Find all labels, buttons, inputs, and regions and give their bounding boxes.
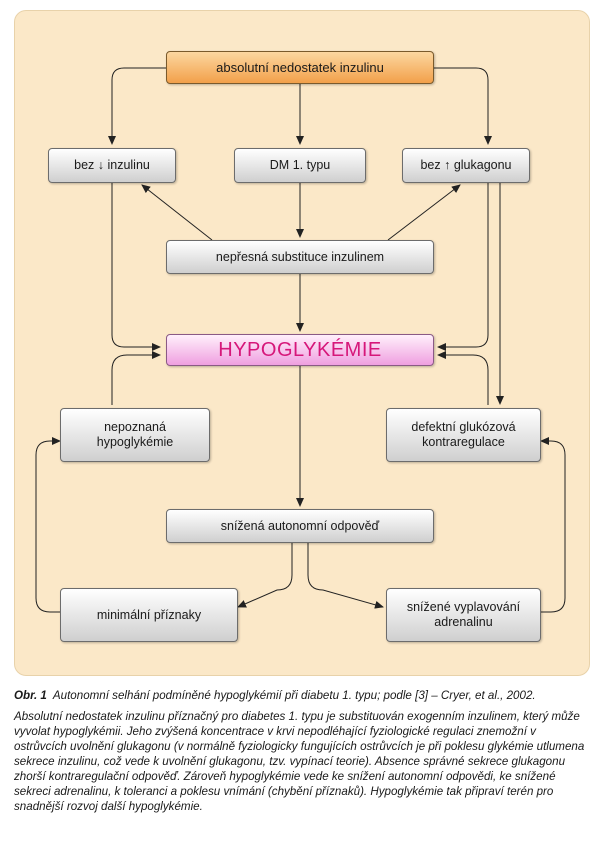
figure-caption: Obr. 1 Autonomní selhání podmíněné hypog… — [14, 688, 590, 820]
caption-body: Absolutní nedostatek inzulinu příznačný … — [14, 710, 585, 813]
node-absolutni-nedostatek-inzulinu: absolutní nedostatek inzulinu — [166, 51, 434, 84]
node-snizene-vyplavovani-adrenalinu: snížené vyplavování adrenalinu — [386, 588, 541, 642]
node-defektni-kontraregulace: defektní glukózová kontraregulace — [386, 408, 541, 462]
arrow-substituce-to-bez-glukagonu — [387, 184, 461, 241]
node-dm1: DM 1. typu — [234, 148, 366, 183]
node-neprecisna-substituce: nepřesná substituce inzulinem — [166, 240, 434, 274]
caption-label: Obr. 1 — [14, 689, 47, 702]
arrow-top-to-bez-glukagonu — [434, 67, 492, 145]
caption-title-line: Obr. 1 Autonomní selhání podmíněné hypog… — [14, 688, 590, 703]
arrow-bez-inzulinu-to-hypo — [111, 183, 161, 351]
arrow-nepoznana-to-hypo — [111, 351, 161, 405]
arrow-minimalni-to-nepoznana — [35, 437, 61, 613]
node-nepoznana-hypoglykemie: nepoznaná hypoglykémie — [60, 408, 210, 462]
arrow-bez-glukagonu-to-hypo — [437, 183, 489, 351]
arrow-top-to-bez-inzulinu — [108, 67, 166, 145]
arrow-snizena-to-adrenalin — [307, 543, 384, 609]
node-snizena-autonomni-odpoved: snížená autonomní odpověď — [166, 509, 434, 543]
node-bez-inzulinu: bez ↓ inzulinu — [48, 148, 176, 183]
node-bez-glukagonu: bez ↑ glukagonu — [402, 148, 530, 183]
arrow-adrenalin-to-defektni — [540, 437, 566, 613]
diagram-connectors — [35, 67, 566, 613]
arrow-defektni-to-hypo — [437, 351, 489, 405]
arrow-substituce-to-bez-inzulinu — [141, 184, 213, 241]
arrow-snizena-to-minimalni — [237, 543, 293, 608]
node-minimalni-priznaky: minimální příznaky — [60, 588, 238, 642]
caption-title: Autonomní selhání podmíněné hypoglykémií… — [52, 689, 536, 702]
node-hypoglykemie: HYPOGLYKÉMIE — [166, 334, 434, 366]
